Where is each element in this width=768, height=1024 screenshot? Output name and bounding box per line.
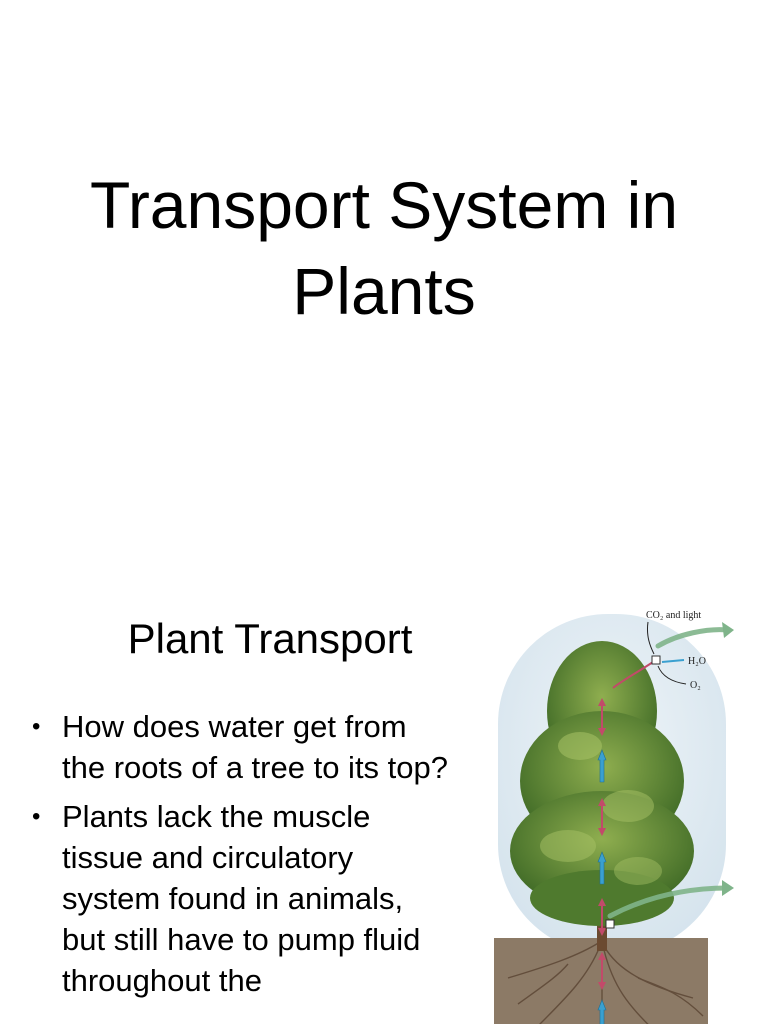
- oxygen-arrow: [657, 665, 687, 685]
- bullet-icon: •: [32, 713, 41, 740]
- bullet-item: • How does water get from the roots of a…: [28, 706, 448, 788]
- phloem-arrows: [601, 661, 654, 986]
- oxygen-label: O₂: [690, 680, 701, 691]
- bullet-icon: •: [32, 803, 41, 830]
- co2-arrow: [647, 621, 655, 655]
- transpiration-arrowheads: [722, 622, 734, 896]
- bullet-list: • How does water get from the roots of a…: [28, 706, 448, 1009]
- water-arrow: [661, 659, 685, 663]
- title-line-2: Plants: [292, 254, 476, 328]
- title-slide: Transport System in Plants: [0, 162, 768, 334]
- bullet-text: How does water get from the roots of a t…: [62, 709, 449, 785]
- title-line-1: Transport System in: [89, 168, 679, 242]
- root-marker: [605, 919, 615, 929]
- transpiration-arrows: [607, 627, 731, 919]
- bullet-item: • Plants lack the muscle tissue and circ…: [28, 796, 448, 1001]
- tree-transport-figure: CO₂ and light H₂O O₂: [488, 606, 750, 1024]
- content-slide: Plant Transport • How does water get fro…: [0, 576, 768, 1024]
- tree-illustration: CO₂ and light H₂O O₂: [494, 610, 734, 1024]
- bullet-text: Plants lack the muscle tissue and circul…: [62, 799, 421, 998]
- leaf-marker: [651, 655, 661, 665]
- water-label: H₂O: [688, 656, 706, 667]
- phloem-arrowheads: [598, 698, 606, 990]
- slide-title: Transport System in Plants: [0, 162, 768, 334]
- xylem-arrows: [597, 749, 607, 1024]
- co2-label: CO₂ and light: [646, 610, 701, 621]
- slide-heading: Plant Transport: [127, 615, 413, 662]
